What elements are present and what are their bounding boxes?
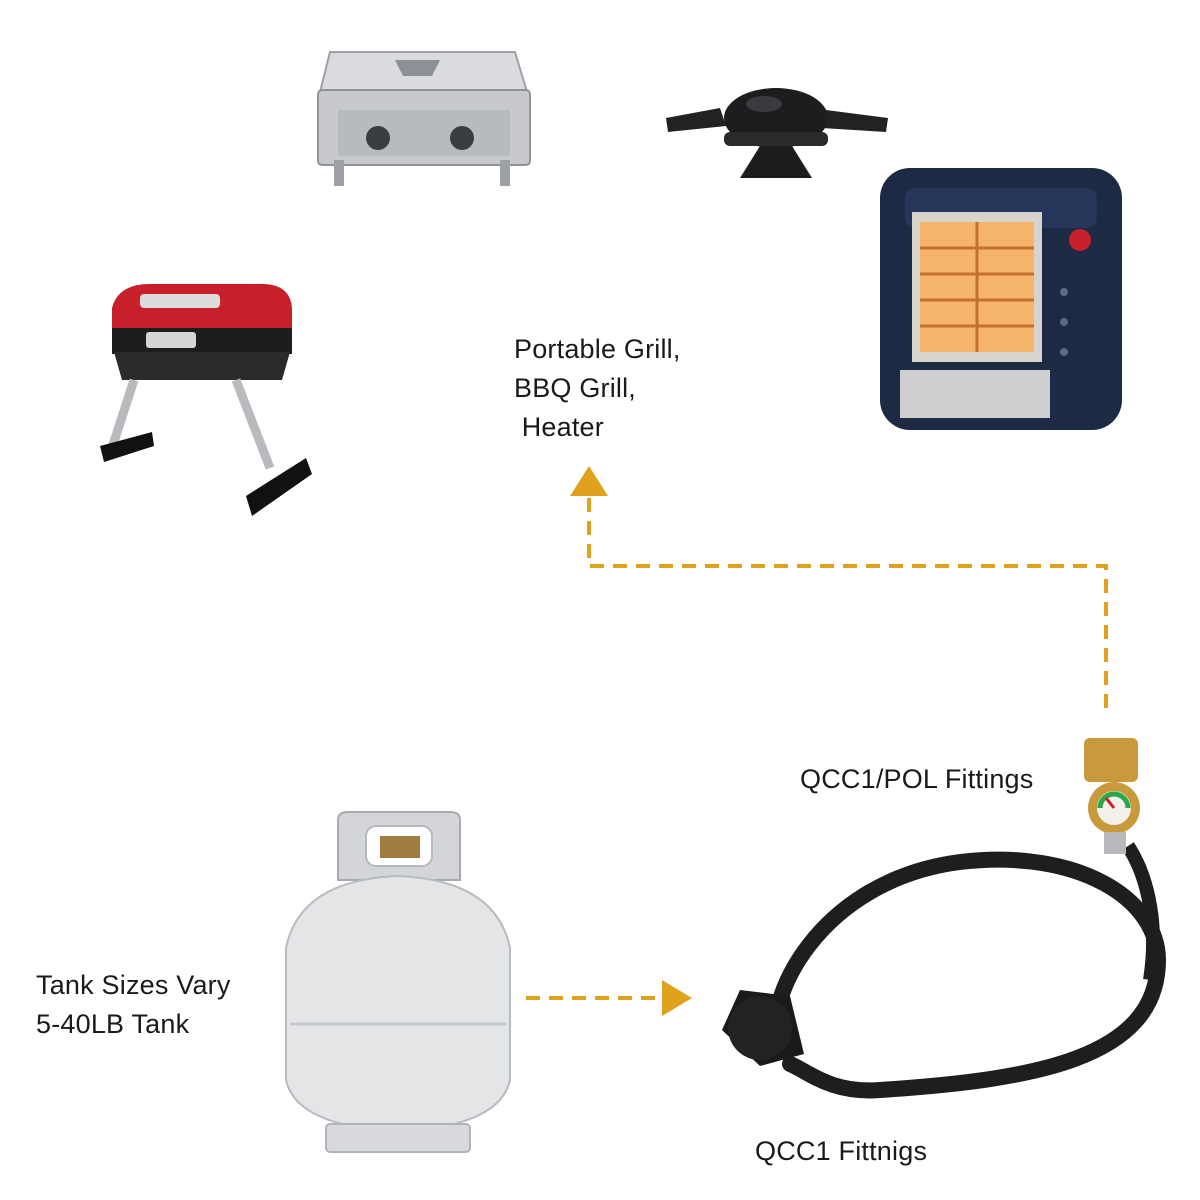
flow-arrow-tank-to-hose: [526, 980, 692, 1016]
pol-fittings-label: QCC1/POL Fittings: [800, 764, 1034, 794]
hose-adapter-icon: [722, 738, 1167, 1099]
qcc1-fittings-label: QCC1 Fittnigs: [755, 1136, 928, 1166]
appliances-label: Portable Grill, BBQ Grill, Heater: [514, 330, 681, 447]
weber-q-grill-icon: [666, 88, 888, 178]
tank-label-line-1: Tank Sizes Vary: [36, 970, 231, 1000]
portable-heater-icon: [880, 168, 1122, 430]
tank-label: Tank Sizes Vary 5-40LB Tank: [36, 966, 231, 1044]
propane-tank-icon: [285, 811, 511, 1153]
appliances-label-line-2: BBQ Grill,: [514, 373, 637, 403]
tank-label-line-2: 5-40LB Tank: [36, 1009, 190, 1039]
red-portable-grill-icon: [100, 284, 312, 516]
appliances-label-line-3: Heater: [514, 412, 604, 442]
appliances-label-line-1: Portable Grill,: [514, 334, 681, 364]
flow-arrow-fitting-to-appliances: [570, 466, 1108, 708]
tabletop-grill-icon: [317, 51, 531, 186]
